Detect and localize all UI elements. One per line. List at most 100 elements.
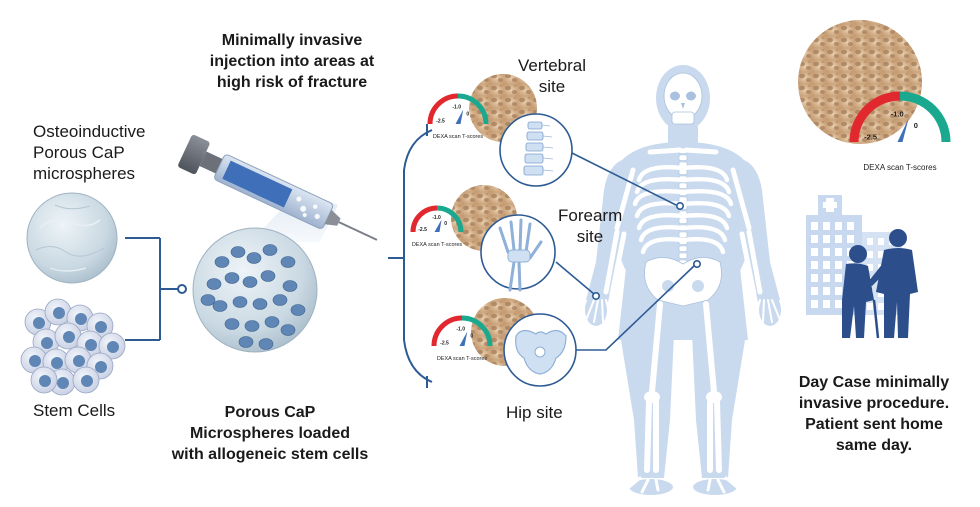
loaded-cell bbox=[242, 276, 258, 288]
gauge-arc bbox=[849, 91, 901, 143]
combine-bracket bbox=[125, 237, 187, 341]
day-case-line-2: invasive procedure. bbox=[798, 395, 950, 412]
vertebral-site-label: Vertebral site bbox=[508, 55, 596, 97]
rib bbox=[634, 177, 686, 195]
gauge-arc bbox=[461, 315, 493, 347]
gauge-tick-low: -2.5 bbox=[436, 119, 445, 125]
hospital-window bbox=[811, 261, 818, 269]
day-case-line-3: Patient sent home bbox=[805, 416, 943, 433]
loaded-cell bbox=[262, 244, 278, 256]
stem-cell-nucleus bbox=[95, 321, 107, 333]
stem-cell-nucleus bbox=[57, 377, 69, 389]
rib bbox=[680, 237, 726, 255]
vertebra bbox=[678, 252, 688, 259]
hospital-window bbox=[867, 238, 873, 245]
loaded-cell bbox=[280, 256, 296, 268]
rib bbox=[634, 201, 686, 219]
stem-cell-nucleus bbox=[39, 375, 51, 387]
hospital-window bbox=[835, 235, 842, 243]
hospital-window bbox=[878, 251, 884, 258]
gauge-arc bbox=[431, 315, 463, 347]
gauge-tick-low: -2.5 bbox=[864, 133, 877, 142]
injection-heading: Minimally invasive injection into areas … bbox=[176, 30, 408, 93]
hospital-window bbox=[811, 235, 818, 243]
hospital-window bbox=[847, 222, 854, 230]
gauge-needle bbox=[459, 331, 468, 346]
vertebra bbox=[678, 182, 688, 189]
forearm-site-label: Forearm site bbox=[558, 205, 622, 247]
gauge-arc bbox=[410, 205, 438, 233]
loaded-cell bbox=[258, 338, 274, 350]
gauge-tick-mid: -1.0 bbox=[891, 110, 904, 119]
injection-line-1: Minimally invasive bbox=[221, 32, 363, 49]
forearm-line-1: Forearm bbox=[558, 206, 623, 225]
rib bbox=[632, 189, 686, 207]
hospital-window bbox=[835, 248, 842, 256]
rib bbox=[638, 225, 686, 243]
hospital-window bbox=[878, 303, 884, 310]
rib bbox=[640, 237, 686, 255]
loaded-cell bbox=[238, 336, 254, 348]
loaded-cell bbox=[246, 252, 262, 264]
vertebra bbox=[678, 217, 688, 224]
hospital-window bbox=[823, 261, 830, 269]
injection-line-2: injection into areas at bbox=[209, 53, 375, 70]
syringe-illustration bbox=[178, 134, 378, 241]
hospital-window bbox=[878, 290, 884, 297]
gauge-tick-mid: -1.0 bbox=[432, 215, 441, 221]
loaded-line-2: Microspheres loaded bbox=[189, 425, 351, 442]
porous-sphere-illustration bbox=[26, 192, 118, 284]
stem-cell-nucleus bbox=[29, 355, 41, 367]
loaded-cell bbox=[206, 278, 222, 290]
stem-cell-nucleus bbox=[107, 341, 119, 353]
loaded-cell bbox=[282, 280, 298, 292]
hospital-window bbox=[811, 222, 818, 230]
rib bbox=[680, 225, 728, 243]
stem-cell-nucleus bbox=[95, 361, 107, 373]
loaded-cell bbox=[272, 294, 288, 306]
gauge-caption: DEXA scan T-scores bbox=[412, 242, 463, 248]
gauge-caption: DEXA scan T-scores bbox=[437, 356, 488, 362]
hospital-window bbox=[823, 222, 830, 230]
rib bbox=[680, 165, 730, 183]
hospital-window bbox=[867, 251, 873, 258]
stem-cells-label: Stem Cells bbox=[33, 401, 116, 420]
rib bbox=[680, 189, 734, 207]
hospital-window bbox=[811, 287, 818, 295]
hospital-window bbox=[811, 248, 818, 256]
rib bbox=[680, 177, 732, 195]
gauge-tick-high: 0 bbox=[444, 221, 447, 227]
stem-cell-nucleus bbox=[53, 307, 65, 319]
vertebra bbox=[678, 245, 688, 252]
loaded-cell bbox=[244, 320, 260, 332]
loaded-cell bbox=[252, 298, 268, 310]
stem-cell-nucleus bbox=[51, 357, 63, 369]
hospital-window bbox=[835, 287, 842, 295]
gauge-tick-high: 0 bbox=[466, 112, 469, 118]
loaded-microspheres-label: Porous CaP Microspheres loaded with allo… bbox=[154, 402, 386, 465]
vertebra bbox=[678, 154, 688, 161]
hospital-window bbox=[878, 238, 884, 245]
hospital-window bbox=[835, 222, 842, 230]
loaded-cell bbox=[280, 324, 296, 336]
stem-cells-illustration bbox=[20, 298, 126, 396]
rib bbox=[636, 165, 686, 183]
loaded-cell bbox=[264, 316, 280, 328]
vertebra bbox=[678, 231, 688, 238]
gauge-caption: DEXA scan T-scores bbox=[433, 134, 484, 140]
vertebral-line-2: site bbox=[538, 77, 566, 96]
day-case-label: Day Case minimally invasive procedure. P… bbox=[780, 372, 968, 456]
gauge-needle bbox=[434, 219, 442, 232]
hospital-window bbox=[867, 264, 873, 271]
loaded-cell bbox=[200, 294, 216, 306]
loaded-line-1: Porous CaP bbox=[224, 404, 316, 421]
injection-line-3: high risk of fracture bbox=[216, 74, 368, 91]
rib bbox=[680, 213, 730, 231]
vertebral-line-1: Vertebral bbox=[517, 56, 587, 75]
loaded-cell bbox=[290, 304, 306, 316]
sites-bracket bbox=[388, 124, 433, 388]
gauge-arc bbox=[436, 205, 464, 233]
